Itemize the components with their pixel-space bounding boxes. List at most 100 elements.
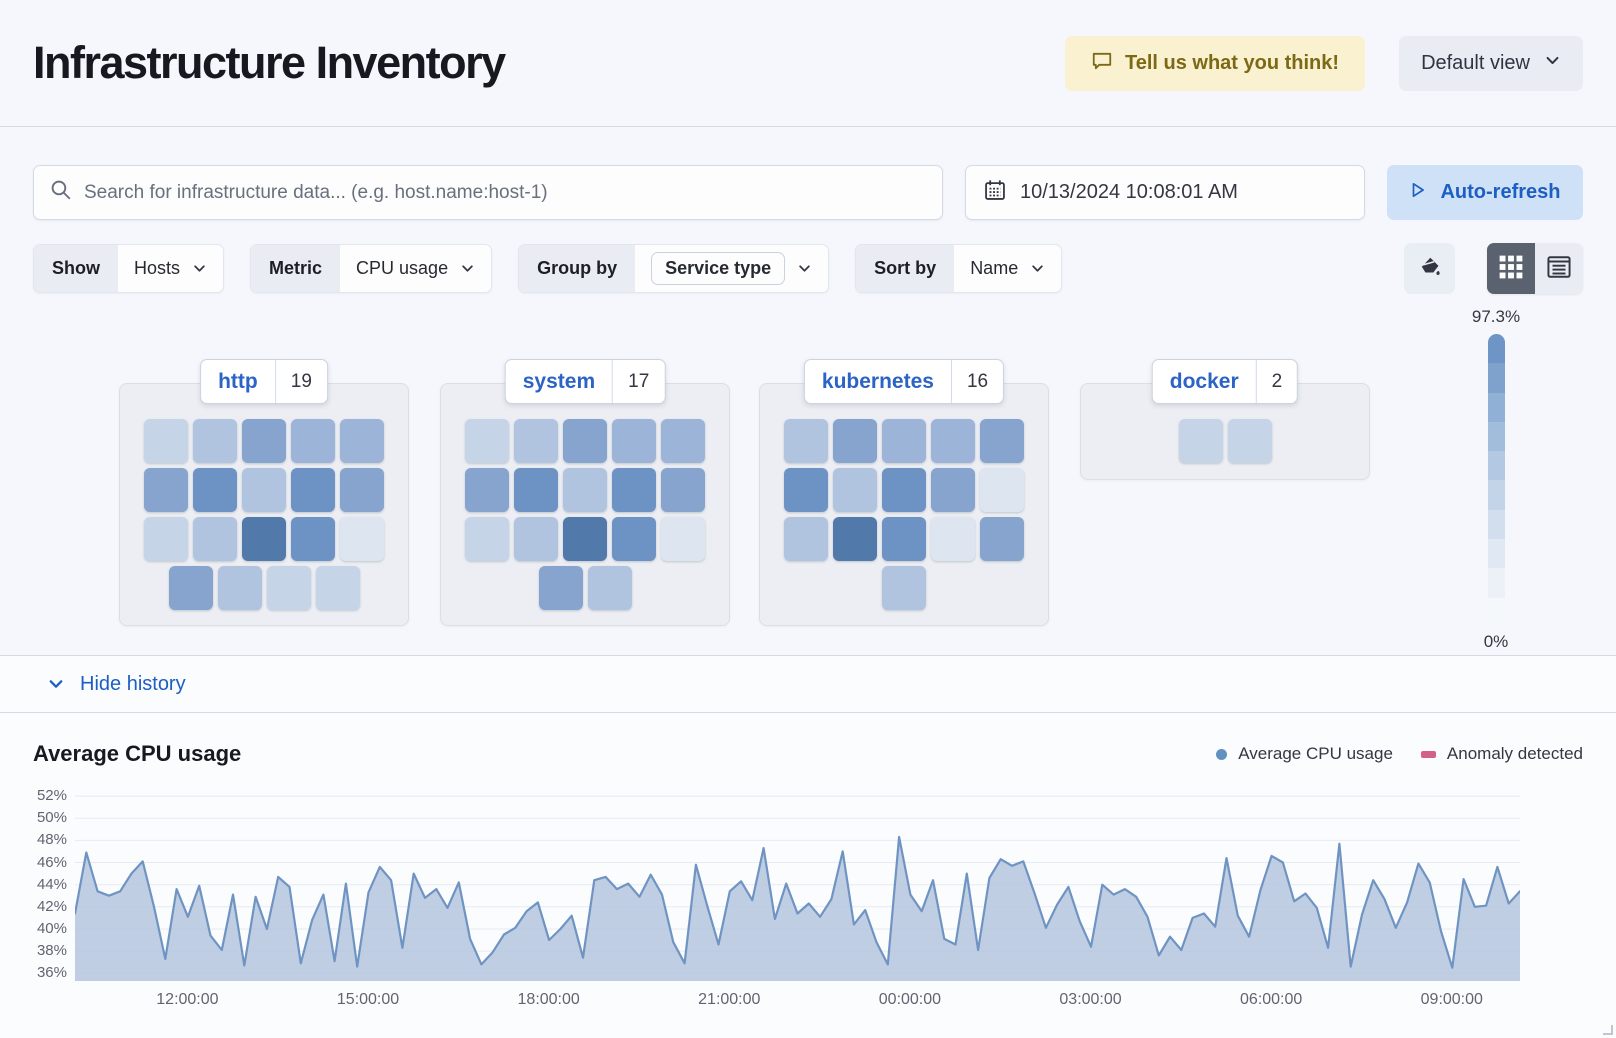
host-tile[interactable] [514,516,558,561]
host-tile[interactable] [315,565,360,610]
host-tile[interactable] [1178,418,1223,463]
hide-history-toggle[interactable]: Hide history [47,673,186,696]
color-palette-button[interactable] [1404,243,1455,294]
host-tile[interactable] [242,516,286,561]
host-tile[interactable] [661,418,705,463]
host-tile[interactable] [291,516,335,561]
group-count: 2 [1271,370,1283,392]
grid-view-button[interactable] [1487,243,1535,294]
host-tile[interactable] [980,516,1024,561]
group-count: 19 [290,370,312,392]
filter-sort-by[interactable]: Sort by Name [855,244,1063,293]
filter-group-by-label: Group by [519,245,636,292]
host-tile[interactable] [144,467,188,512]
filter-metric-value: CPU usage [340,245,491,292]
x-tick-label: 18:00:00 [517,991,580,1008]
host-tile[interactable] [193,467,237,512]
legend-dot-icon [1216,748,1228,760]
host-tile[interactable] [465,516,509,561]
host-tile[interactable] [291,467,335,512]
host-tile[interactable] [514,418,558,463]
host-tile[interactable] [931,467,975,512]
host-tile[interactable] [882,516,926,561]
host-tile[interactable] [833,467,877,512]
host-tile[interactable] [661,467,705,512]
view-dropdown-button[interactable]: Default view [1399,35,1583,91]
auto-refresh-button[interactable]: Auto-refresh [1387,165,1583,220]
host-tile[interactable] [563,467,607,512]
host-tile[interactable] [882,418,926,463]
group-by-pill[interactable]: Service type [651,252,786,285]
search-box[interactable] [33,165,943,220]
host-tile[interactable] [144,516,188,561]
cpu-usage-area-chart[interactable] [75,785,1520,981]
host-tile[interactable] [340,418,384,463]
host-tile[interactable] [291,418,335,463]
host-tile[interactable] [931,516,975,561]
date-value: 10/13/2024 10:08:01 AM [1020,181,1238,203]
filter-metric[interactable]: Metric CPU usage [250,244,493,293]
host-tile[interactable] [980,467,1024,512]
search-icon [50,179,72,206]
host-tile[interactable] [612,516,656,561]
host-tile[interactable] [242,418,286,463]
host-tile[interactable] [340,516,384,561]
host-tile[interactable] [612,418,656,463]
x-tick-label: 03:00:00 [1059,991,1122,1008]
color-scale-step [1487,568,1505,598]
host-tile[interactable] [784,516,828,561]
x-tick-label: 00:00:00 [878,991,942,1008]
host-tile[interactable] [980,418,1024,463]
host-tile[interactable] [882,565,926,610]
x-tick-label: 12:00:00 [156,991,219,1008]
host-tile[interactable] [882,467,926,512]
table-view-button[interactable] [1535,243,1583,294]
x-tick-label: 06:00:00 [1240,991,1303,1008]
host-tile[interactable] [931,418,975,463]
host-tile[interactable] [193,516,237,561]
host-tile[interactable] [266,565,311,610]
host-tile[interactable] [168,565,213,610]
feedback-button[interactable]: Tell us what you think! [1064,35,1366,91]
host-tile[interactable] [465,467,509,512]
host-tile[interactable] [465,418,509,463]
host-tile[interactable] [833,516,877,561]
host-tile[interactable] [833,418,877,463]
paint-bucket-icon [1418,255,1442,282]
host-tile[interactable] [563,516,607,561]
host-tile[interactable] [784,467,828,512]
color-scale-step [1487,421,1505,452]
group-name: system [522,369,596,393]
host-tile[interactable] [1227,418,1272,463]
host-tile[interactable] [193,418,237,463]
host-tile[interactable] [242,467,286,512]
legend-item-anomaly[interactable]: Anomaly detected [1420,744,1583,764]
filter-group-by[interactable]: Group by Service type [518,244,830,293]
host-tile[interactable] [784,418,828,463]
host-tile[interactable] [563,418,607,463]
filter-row: Show Hosts Metric CPU usage Group by Ser… [0,243,1616,294]
host-tile[interactable] [587,565,632,610]
host-tile[interactable] [217,565,262,610]
host-tile[interactable] [340,467,384,512]
host-tile[interactable] [144,418,188,463]
filter-show[interactable]: Show Hosts [33,244,225,293]
search-input[interactable] [84,181,926,204]
host-tile[interactable] [661,516,705,561]
legend-item-avg-cpu[interactable]: Average CPU usage [1216,744,1393,764]
host-tile[interactable] [612,467,656,512]
y-tick-label: 50% [36,809,67,827]
color-scale-bar[interactable] [1487,334,1505,627]
date-picker[interactable]: 10/13/2024 10:08:01 AM [965,165,1365,220]
scale-min-label: 0% [1483,632,1509,651]
host-tile[interactable] [538,565,583,610]
host-tile[interactable] [514,467,558,512]
header-actions: Tell us what you think! Default view [1064,35,1583,91]
